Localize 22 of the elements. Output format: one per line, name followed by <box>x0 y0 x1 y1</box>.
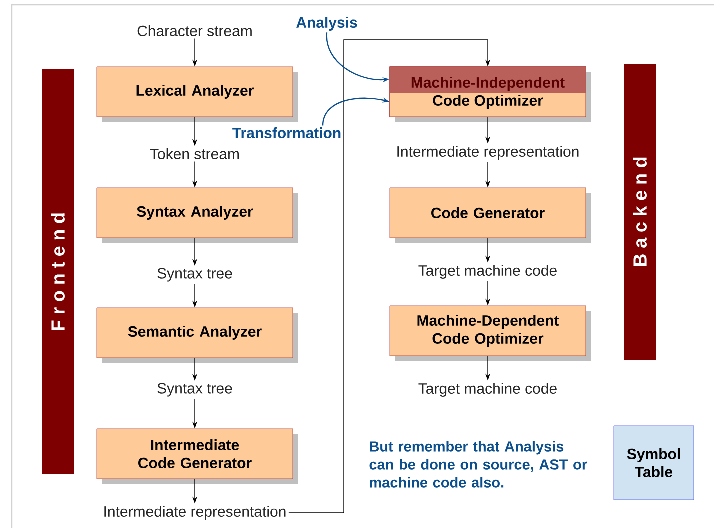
stream-label: Intermediate representation <box>398 146 579 160</box>
phase-box: Syntax Analyzer <box>96 188 298 243</box>
stream-label: Target machine code <box>418 265 557 279</box>
optimizer-box: Machine-Independent Code Optimizer <box>390 66 591 122</box>
stream-label: Intermediate representation <box>104 506 286 520</box>
phase-box: Semantic Analyzer <box>96 308 298 363</box>
table-box: Symbol Table <box>614 426 694 500</box>
stream-label: Token stream <box>150 148 239 160</box>
note-text: But remember that Analysis can be done on source, AST or machine code also. <box>370 441 588 488</box>
stream-label: Syntax tree <box>158 383 232 397</box>
side-band: B a c k e n d <box>624 64 656 360</box>
annotation-text: Analysis <box>296 17 358 31</box>
phase-box: Intermediate Code Generator <box>96 428 298 484</box>
phase-box: Lexical Analyzer <box>96 66 298 122</box>
phase-box: Code Generator <box>390 188 591 243</box>
annotation-text: Transformation <box>232 128 341 138</box>
phase-box: Machine-Dependent Code Optimizer <box>390 306 591 361</box>
side-band: F r o n t e n d <box>42 70 74 474</box>
arrow <box>288 40 491 514</box>
stream-label: Syntax tree <box>158 268 232 282</box>
stream-label: Character stream <box>138 26 252 36</box>
stream-label: Target machine code <box>418 383 557 397</box>
